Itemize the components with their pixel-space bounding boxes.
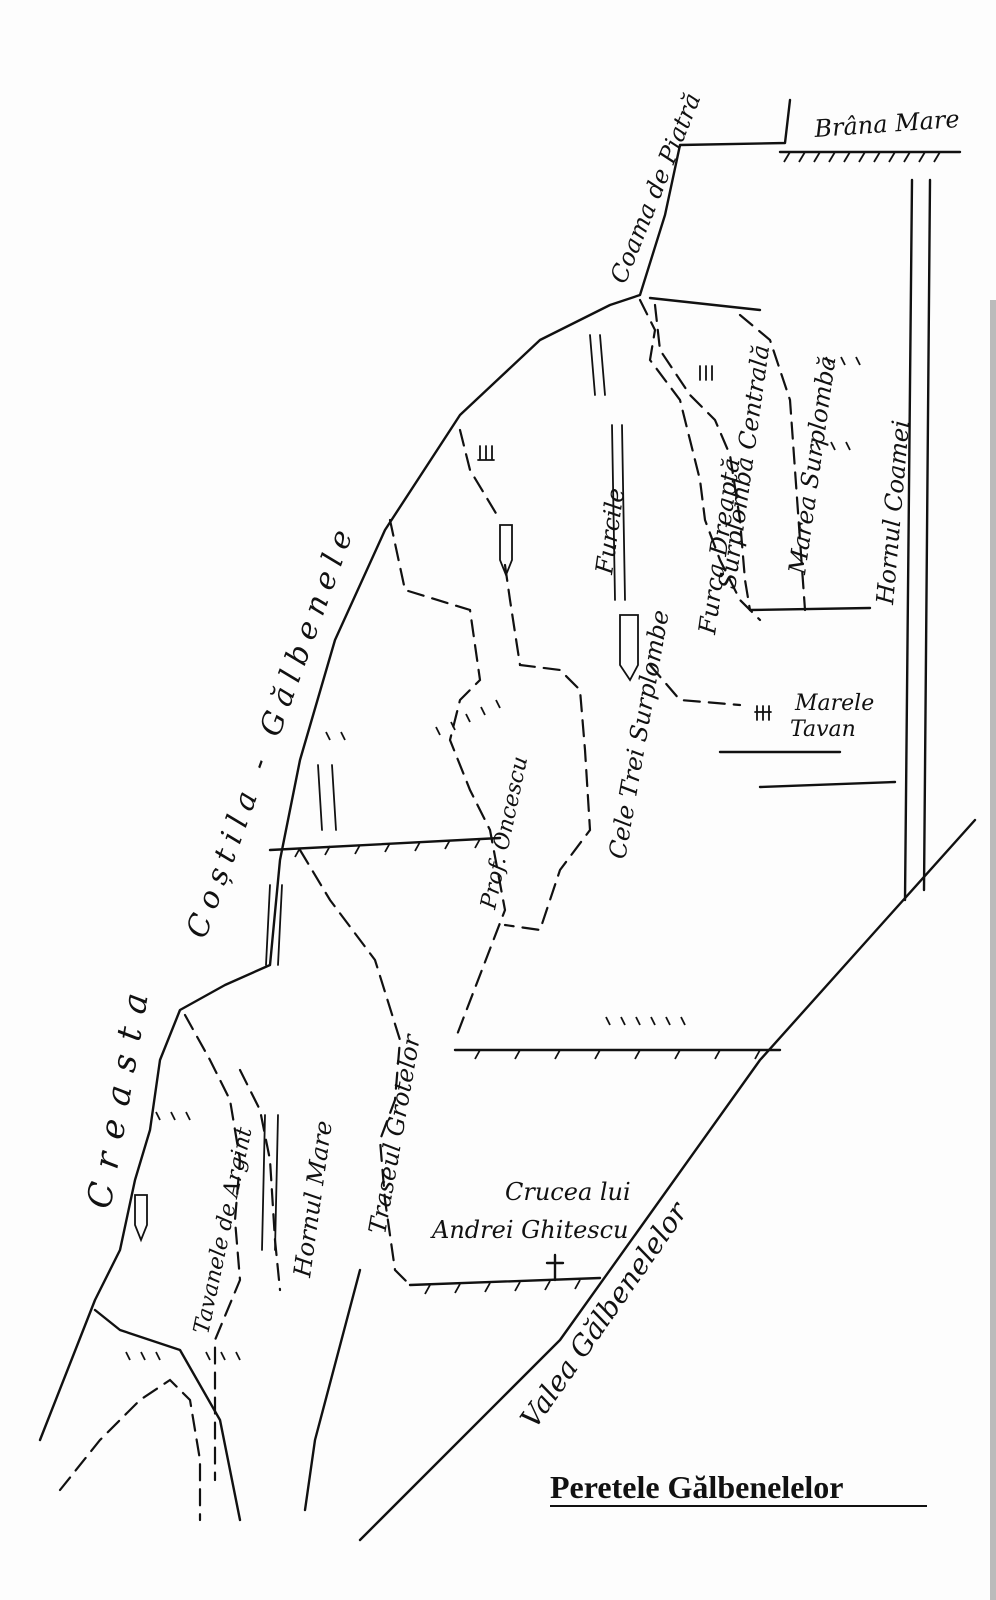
label-costila: Coștila - Gălbenele: [180, 518, 363, 943]
route-cele-trei-surplombe: [503, 563, 592, 932]
ledge-mid-hatch: [294, 838, 481, 858]
hornul-coamei-left: [903, 178, 914, 902]
label-crucea-1: Crucea lui: [505, 1178, 631, 1206]
chimney-1: [317, 764, 337, 831]
label-marele: Marele: [794, 691, 874, 716]
label-creasta: Creasta: [79, 976, 159, 1211]
lower-left-ridge: [93, 1308, 242, 1522]
ridge-outline: [38, 98, 792, 1442]
ledge-large-hatch: [474, 1049, 761, 1060]
brana-mare-hatch: [783, 151, 941, 163]
ledge-lower-right: [758, 780, 897, 789]
arrow-symbol-3: [134, 1194, 148, 1243]
ledge-marea: [748, 606, 872, 612]
route-furcile: [638, 298, 762, 622]
route-traseul-grotelor: [298, 848, 412, 1287]
label-coama-de-piatra: Coama de Piatră: [605, 89, 707, 287]
label-cele-trei-surplombe: Cele Trei Surplombe: [603, 608, 674, 861]
figure-title: Peretele Gălbenelelor: [550, 1469, 844, 1505]
label-traseul-grotelor: Traseul Grotelor: [363, 1031, 426, 1236]
route-hornul-mare: [238, 1068, 282, 1292]
ledge-cross-hatch: [424, 1279, 581, 1295]
label-marea-surplomba: Marea Surplombă: [783, 354, 841, 577]
ledge-mid: [268, 836, 502, 852]
hornul-coamei-right: [922, 178, 932, 892]
fork-symbols: [477, 365, 772, 721]
route-creasta: [58, 1378, 202, 1522]
route-marea-surplomba: [738, 313, 807, 612]
valea-line: [358, 818, 977, 1542]
label-prof-oncescu: Prof. Oncescu: [476, 754, 533, 912]
page-edge: [990, 300, 996, 1600]
ledge-top-coama: [648, 296, 762, 312]
label-brana-mare: Brâna Mare: [812, 105, 960, 143]
chimney-4: [589, 334, 606, 396]
chimney-5: [611, 424, 626, 601]
cross-icon: [545, 1253, 565, 1282]
hatch-marks: [125, 356, 861, 1361]
arrow-symbol-2: [619, 614, 639, 682]
route-surplomba-centrala: [648, 663, 742, 707]
route-oncescu: [388, 428, 507, 1042]
lower-gully: [303, 1268, 362, 1512]
chimney-2: [265, 884, 283, 966]
label-tavanele-de-argint: Tavanele de Argint: [189, 1125, 257, 1336]
route-furca-dreapta: [653, 303, 752, 612]
route-tavanele: [183, 1013, 242, 1482]
label-hornul-mare: Hornul Mare: [288, 1119, 338, 1280]
arrow-symbol-1: [499, 524, 513, 578]
chimney-3: [261, 1114, 279, 1251]
label-tavan: Tavan: [790, 717, 856, 742]
ledge-cross: [408, 1276, 602, 1287]
label-crucea-2: Andrei Ghitescu: [430, 1216, 629, 1244]
